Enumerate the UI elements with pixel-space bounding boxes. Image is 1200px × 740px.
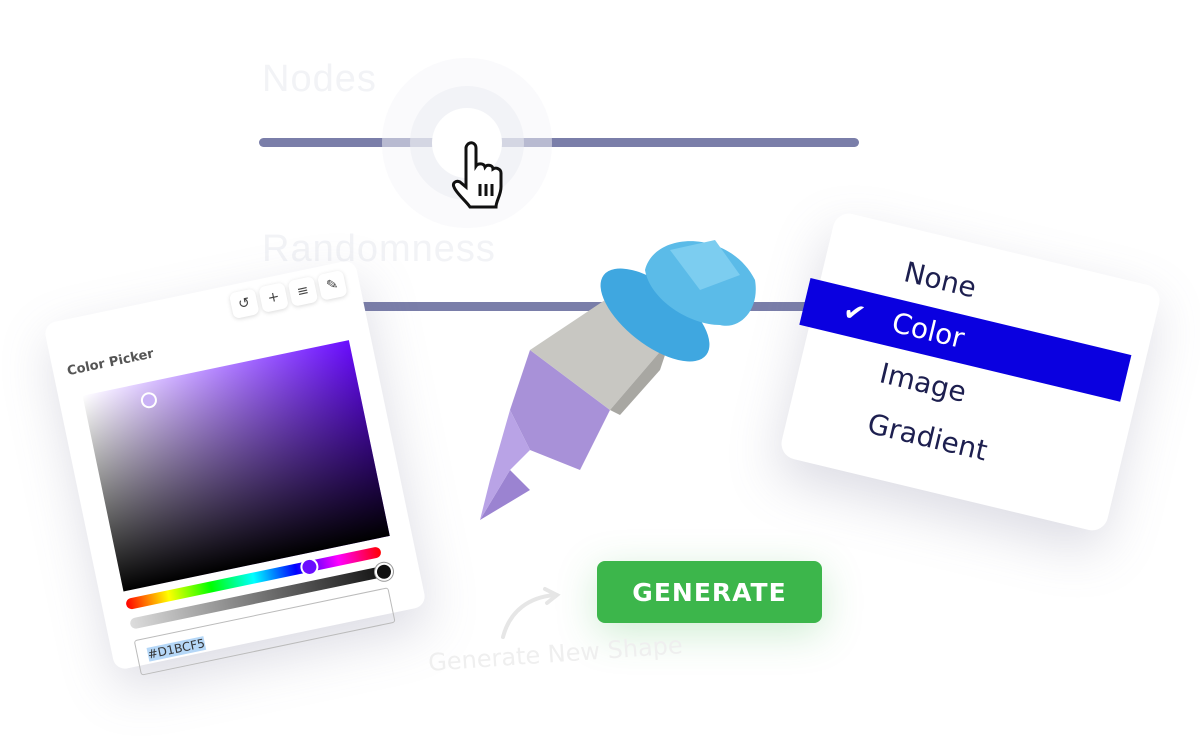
color-picker-title: Color Picker (65, 346, 156, 380)
check-icon: ✔ (840, 296, 869, 331)
plus-icon[interactable]: + (258, 282, 289, 313)
reset-icon[interactable]: ↺ (228, 288, 260, 320)
eyedropper-icon[interactable]: ✎ (316, 269, 348, 301)
slider-label-randomness: Randomness (262, 228, 496, 270)
hex-value: #D1BCF5 (146, 636, 207, 662)
slider-label-nodes: Nodes (262, 58, 377, 100)
arrow-icon (501, 587, 561, 639)
generate-button[interactable]: GENERATE (597, 561, 822, 623)
menu-item-color-label: Color (888, 305, 968, 356)
color-handle[interactable] (139, 390, 159, 410)
nodes-slider-track[interactable] (259, 138, 859, 147)
randomness-slider-track[interactable] (340, 302, 820, 311)
color-picker-panel: Color Picker ↺ + ≡ ✎ #D1BCF5 (43, 259, 427, 676)
eyedropper-illustration (480, 240, 756, 520)
alpha-handle[interactable] (373, 561, 395, 583)
hand-cursor-icon (452, 141, 503, 209)
database-icon[interactable]: ≡ (287, 276, 319, 307)
hue-handle[interactable] (298, 556, 321, 578)
fill-type-menu: None ✔Color Image Gradient (778, 210, 1163, 534)
